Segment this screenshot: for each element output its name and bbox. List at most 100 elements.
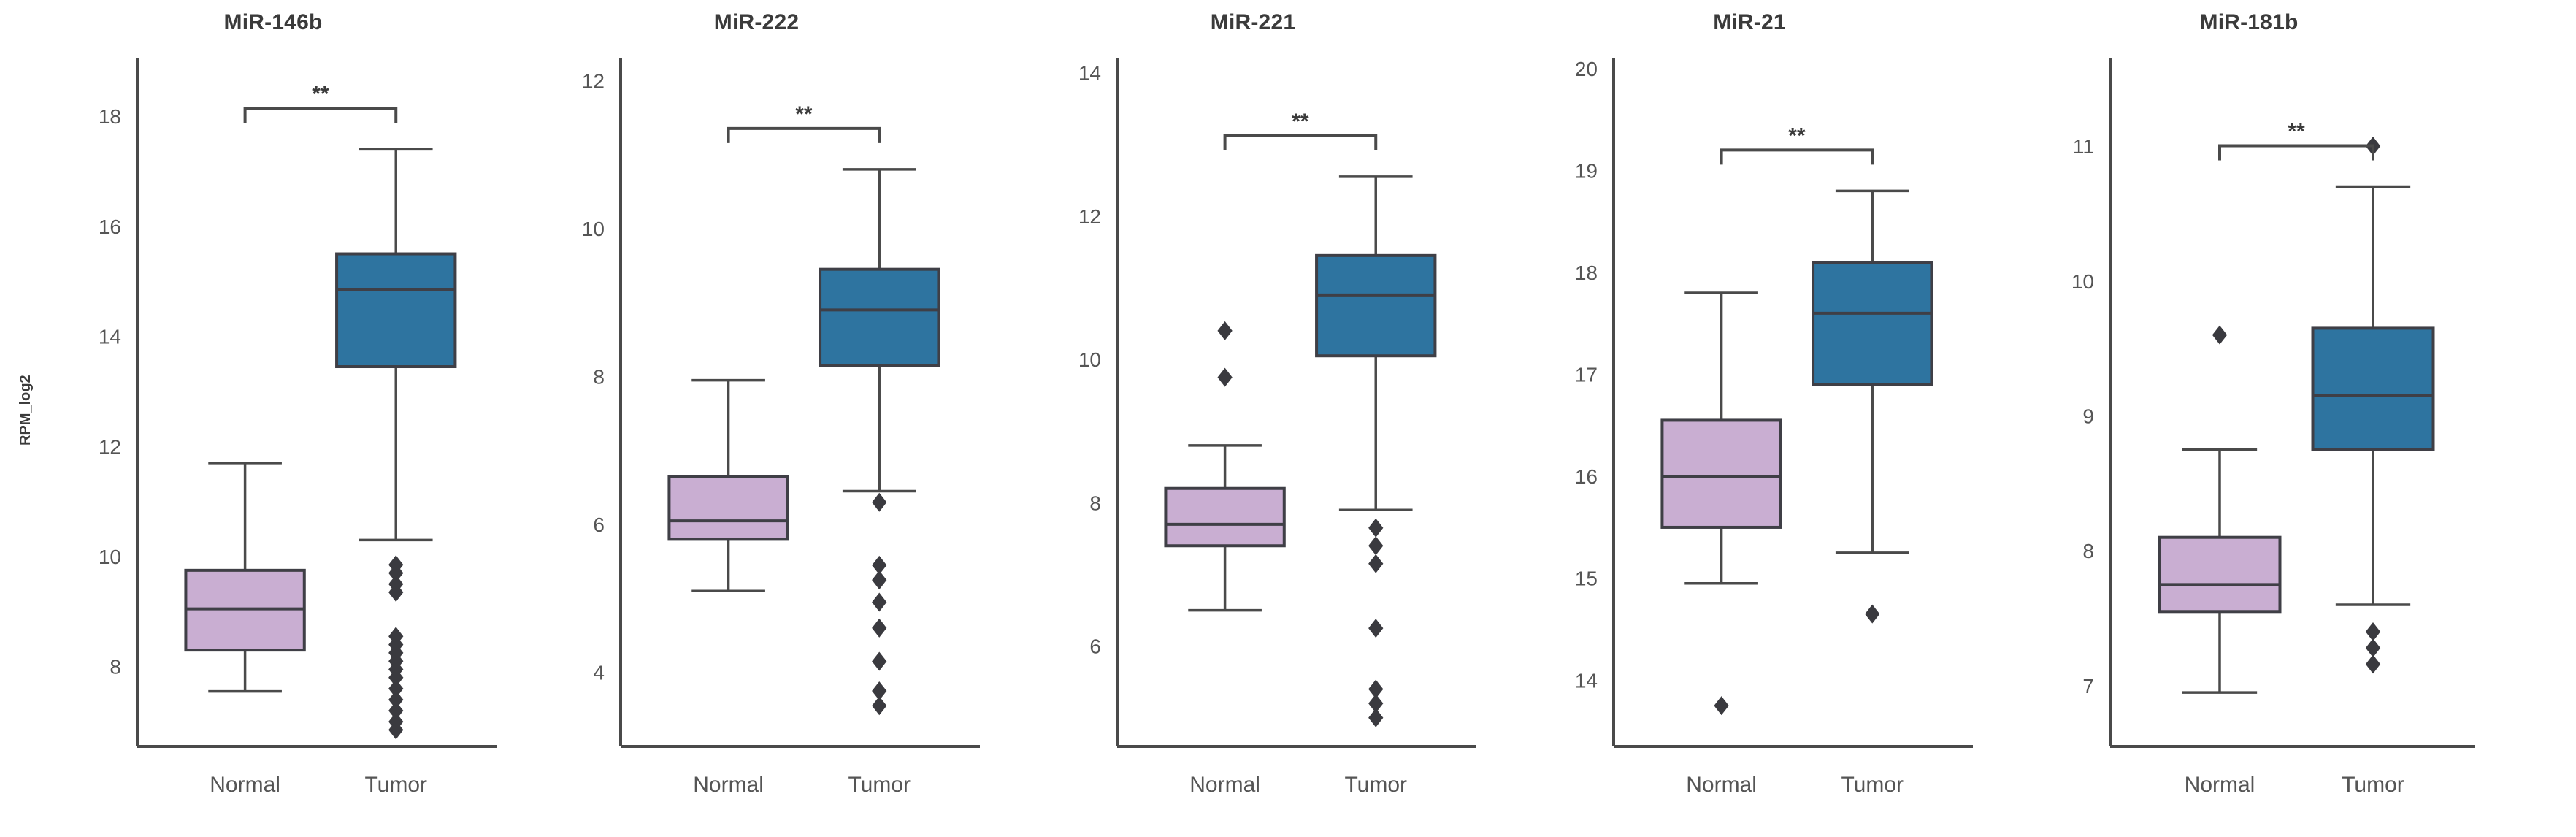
- significance-label: **: [795, 102, 813, 126]
- boxplot-normal: [667, 378, 789, 593]
- outlier-marker: [1368, 708, 1384, 727]
- boxplot-normal: [184, 462, 306, 693]
- significance-bracket: [243, 107, 398, 123]
- x-category-label: Normal: [693, 773, 764, 797]
- outlier-marker: [1368, 518, 1384, 538]
- boxplot-tumor: [2311, 137, 2435, 674]
- x-category-label: Tumor: [1841, 773, 1904, 797]
- outlier-marker: [872, 651, 887, 671]
- y-tick-label: 16: [1575, 465, 1598, 488]
- box-body: [335, 252, 457, 369]
- boxplot-normal: [2158, 325, 2282, 694]
- panel-title: MiR-146b: [223, 10, 323, 34]
- y-tick-label: 15: [1575, 567, 1598, 590]
- boxplot-tumor: [819, 168, 940, 716]
- x-category-label: Normal: [1686, 773, 1757, 797]
- x-category-label: Normal: [2185, 773, 2255, 797]
- y-tick-label: 18: [1575, 261, 1598, 284]
- y-tick-label: 20: [1575, 58, 1598, 80]
- y-tick-label: 19: [1575, 160, 1598, 183]
- outlier-marker: [2365, 638, 2381, 658]
- significance-bracket: [1720, 148, 1874, 165]
- x-category-label: Tumor: [1344, 773, 1407, 797]
- outlier-marker: [388, 563, 404, 583]
- y-tick-label: 10: [1078, 348, 1101, 371]
- y-tick-label: 18: [99, 105, 121, 128]
- outlier-marker: [1368, 536, 1384, 556]
- y-tick-label: 6: [1089, 635, 1101, 658]
- box-body: [2311, 326, 2435, 451]
- outlier-marker: [872, 492, 887, 512]
- box-body: [1164, 486, 1286, 548]
- outlier-marker: [2212, 325, 2228, 345]
- x-category-label: Normal: [1189, 773, 1260, 797]
- significance-label: **: [1788, 123, 1806, 148]
- outlier-marker: [1368, 619, 1384, 638]
- significance-bracket: [1223, 134, 1378, 150]
- y-tick-label: 12: [1078, 205, 1101, 228]
- significance-label: **: [312, 82, 329, 106]
- outlier-marker: [1368, 554, 1384, 573]
- boxplot-normal: [1164, 321, 1286, 612]
- y-tick-label: 10: [582, 218, 605, 240]
- y-tick-label: 14: [1575, 669, 1598, 692]
- y-tick-label: 8: [2082, 540, 2094, 562]
- y-tick-label: 10: [99, 546, 121, 568]
- box-body: [2158, 535, 2282, 614]
- box-body: [819, 267, 940, 367]
- box-body: [667, 475, 789, 541]
- y-tick-label: 14: [99, 326, 121, 348]
- y-axis-label: RPM_log2: [18, 375, 34, 446]
- y-tick-label: 8: [593, 366, 605, 389]
- outlier-marker: [2365, 654, 2381, 674]
- box-body: [1315, 253, 1437, 358]
- y-tick-label: 4: [593, 662, 605, 684]
- y-tick-label: 10: [2071, 270, 2094, 293]
- y-tick-label: 12: [99, 435, 121, 458]
- outlier-marker: [2365, 622, 2381, 641]
- y-tick-label: 6: [593, 513, 605, 536]
- panel-title: MiR-21: [1713, 10, 1786, 34]
- y-tick-label: 7: [2082, 675, 2094, 698]
- y-tick-label: 16: [99, 215, 121, 238]
- panel-title: MiR-222: [713, 10, 800, 34]
- y-tick-label: 9: [2082, 405, 2094, 427]
- outlier-marker: [1217, 367, 1233, 387]
- outlier-marker: [872, 696, 887, 716]
- x-category-label: Tumor: [2342, 773, 2404, 797]
- outlier-marker: [1865, 604, 1880, 624]
- outlier-marker: [1714, 696, 1729, 716]
- x-category-label: Tumor: [848, 773, 911, 797]
- outlier-marker: [388, 679, 404, 698]
- significance-label: **: [2288, 119, 2305, 143]
- box-body: [1812, 261, 1933, 386]
- outlier-marker: [872, 618, 887, 638]
- x-category-label: Tumor: [364, 773, 427, 797]
- significance-bracket: [2218, 144, 2374, 161]
- boxplot-tumor: [1315, 175, 1437, 727]
- significance-bracket: [727, 126, 881, 143]
- outlier-marker: [388, 582, 404, 602]
- outlier-marker: [872, 592, 887, 612]
- y-tick-label: 17: [1575, 364, 1598, 386]
- panel-title: MiR-221: [1210, 10, 1296, 34]
- boxplot-normal: [1660, 291, 1782, 716]
- outlier-marker: [388, 668, 404, 687]
- y-tick-label: 11: [2073, 135, 2094, 158]
- y-tick-label: 8: [110, 656, 121, 679]
- outlier-marker: [872, 570, 887, 590]
- boxplot-tumor: [1812, 189, 1933, 624]
- outlier-marker: [1217, 321, 1233, 340]
- panel-title: MiR-181b: [2199, 10, 2299, 34]
- outlier-marker: [388, 701, 404, 721]
- significance-label: **: [1292, 110, 1309, 134]
